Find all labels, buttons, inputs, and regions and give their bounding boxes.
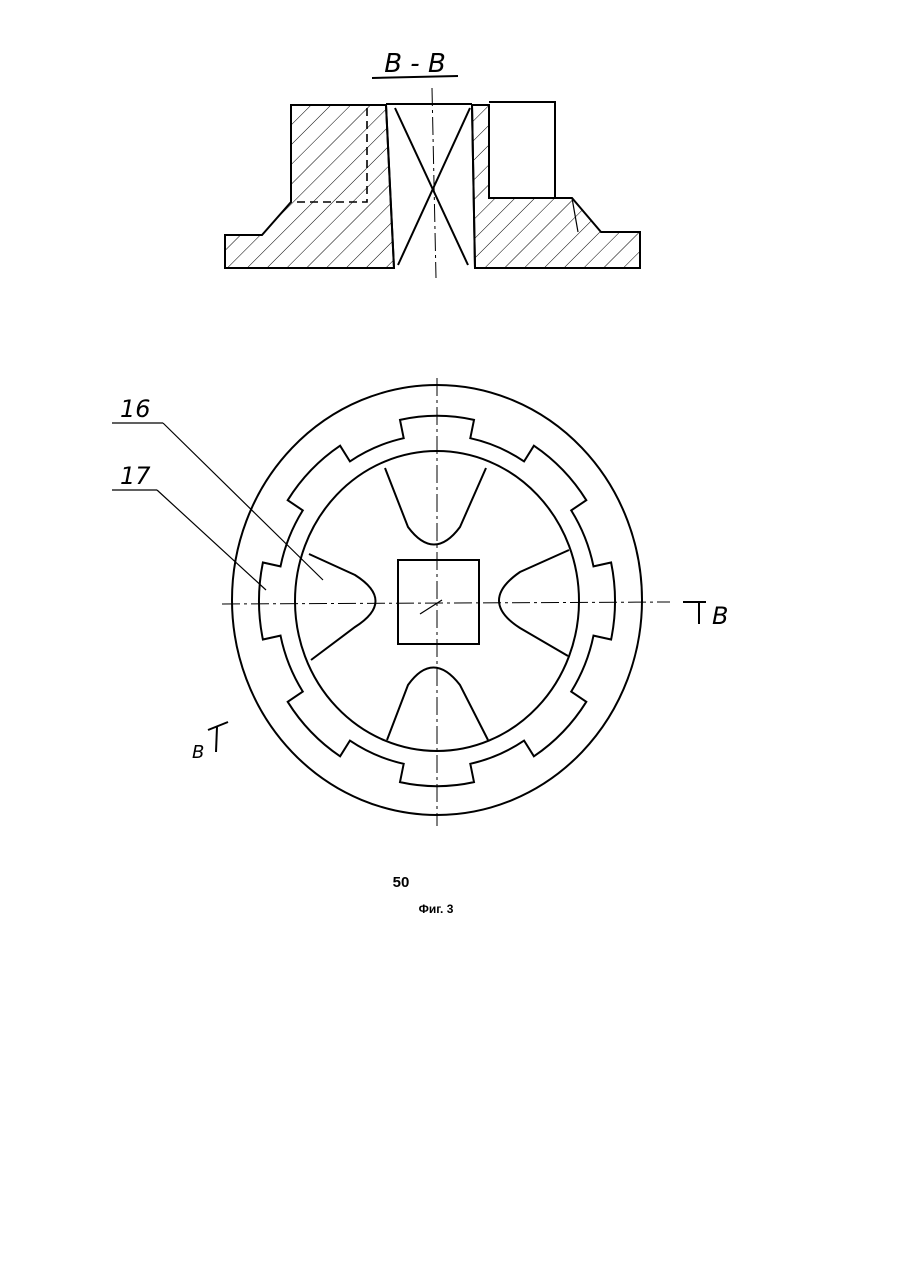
- left-section-body: [225, 105, 394, 268]
- bore-cross-1: [395, 108, 468, 265]
- horizontal-axis: [222, 602, 670, 604]
- cam-lobe-left: [309, 554, 376, 660]
- plan-view: B B 16 17: [112, 378, 728, 826]
- callout-16-label: 16: [120, 395, 151, 423]
- figure-number: 50: [393, 874, 410, 891]
- cam-lobe-top: [385, 468, 486, 545]
- section-marker-right: B: [683, 602, 728, 630]
- section-view-b-b: B - B: [225, 49, 640, 278]
- section-marker-right-label: B: [712, 602, 728, 630]
- callout-17: 17: [112, 462, 266, 590]
- figure-caption: Фиг. 3: [419, 902, 454, 916]
- section-title: B - B: [384, 49, 446, 79]
- callout-17-label: 17: [120, 462, 151, 490]
- center-tick: [420, 600, 442, 614]
- section-marker-left: B: [192, 722, 228, 763]
- right-boss-outline: [489, 102, 555, 198]
- section-marker-left-label: B: [192, 742, 204, 763]
